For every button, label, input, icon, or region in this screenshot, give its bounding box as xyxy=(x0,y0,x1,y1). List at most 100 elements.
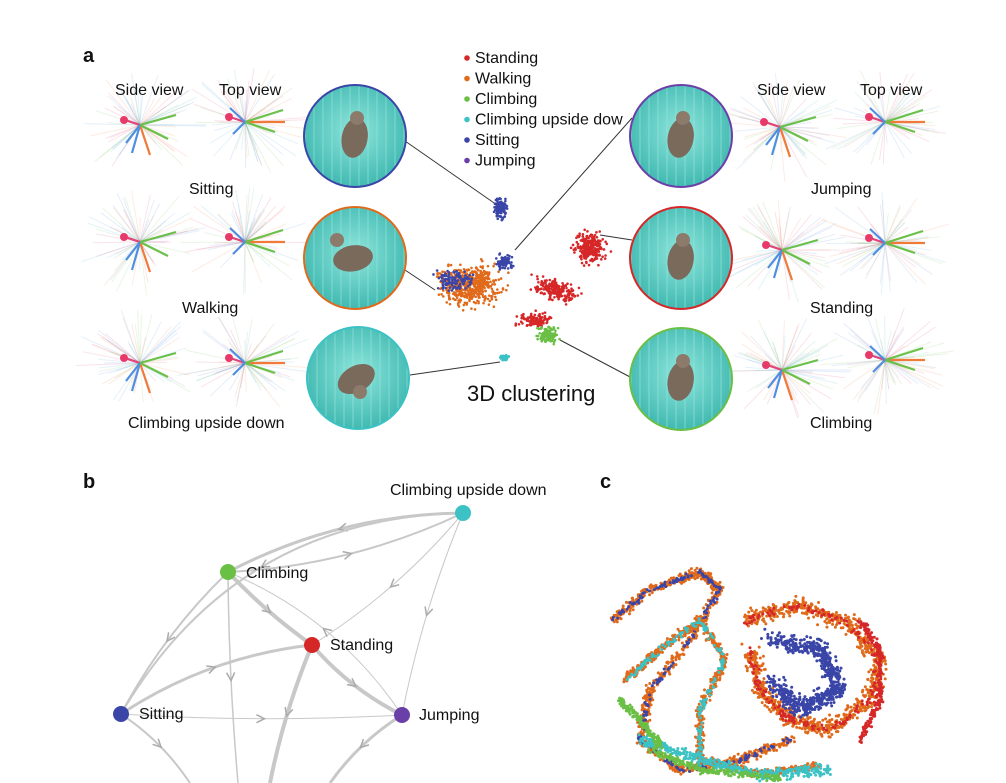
skeleton-ghost-limb xyxy=(118,85,141,126)
skeleton-ghost-limb xyxy=(819,359,886,366)
skeleton-limb xyxy=(244,240,276,254)
cluster-point xyxy=(492,305,496,309)
embedding-point xyxy=(718,678,722,682)
embedding-point xyxy=(851,716,855,720)
skeleton-ghost-limb xyxy=(125,98,141,126)
cluster-point xyxy=(534,309,537,313)
cluster-point xyxy=(554,329,557,333)
skeleton-head xyxy=(762,241,770,249)
cluster-point xyxy=(586,241,589,244)
skeleton-ghost-limb xyxy=(781,352,810,371)
embedding-point xyxy=(641,706,645,710)
cluster-point xyxy=(564,284,567,288)
skeleton-ghost-limb xyxy=(238,216,246,243)
embedding-point xyxy=(640,662,644,666)
skeleton-ghost-limb xyxy=(139,97,162,126)
skeleton-limb xyxy=(772,249,784,279)
embedding-point xyxy=(717,642,721,646)
embedding-point xyxy=(701,623,705,627)
pose-skeleton xyxy=(715,317,852,419)
view-header-side-left: Side view xyxy=(115,82,184,99)
pose-skeleton xyxy=(825,70,947,165)
cluster-point xyxy=(470,266,473,270)
skeleton-ghost-limb xyxy=(118,241,141,255)
skeleton-ghost-limb xyxy=(98,362,141,369)
cluster-point xyxy=(462,268,466,271)
cluster-point xyxy=(573,294,577,298)
skeleton-head xyxy=(762,361,770,369)
embedding-point xyxy=(738,759,742,763)
embedding-point xyxy=(650,591,654,595)
cluster-point xyxy=(476,292,479,296)
embedding-point xyxy=(656,653,660,657)
skeleton-ghost-limb xyxy=(856,242,886,250)
skeleton-ghost-limb xyxy=(826,242,886,245)
skeleton-ghost-limb xyxy=(756,249,783,252)
skeleton-ghost-limb xyxy=(884,90,915,123)
graph-node-standing xyxy=(304,637,320,653)
skeleton-ghost-limb xyxy=(240,121,246,150)
cluster-point xyxy=(609,250,613,253)
skeleton-ghost-limb xyxy=(880,242,886,295)
skeleton-limb xyxy=(767,369,783,389)
skeleton-ghost-limb xyxy=(850,242,886,245)
embedding-point xyxy=(712,685,716,689)
skeleton-ghost-limb xyxy=(108,362,141,385)
skeleton-ghost-limb xyxy=(184,362,246,376)
skeleton-ghost-limb xyxy=(884,121,936,131)
cluster-point xyxy=(457,289,461,293)
cluster-point xyxy=(541,337,544,341)
skeleton-ghost-limb xyxy=(884,121,947,135)
monkey-head xyxy=(353,385,367,399)
skeleton-ghost-limb xyxy=(177,362,246,376)
skeleton-ghost-limb xyxy=(857,359,886,399)
skeleton-limb xyxy=(244,228,284,244)
embedding-point xyxy=(884,662,888,666)
cluster-point xyxy=(448,302,452,306)
skeleton-ghost-limb xyxy=(195,241,246,251)
embedding-point xyxy=(677,574,681,578)
skeleton-head xyxy=(865,351,873,359)
skeleton-ghost-limb xyxy=(244,210,250,243)
cluster-point xyxy=(564,303,568,306)
monkey-head xyxy=(676,354,690,368)
cluster-point xyxy=(502,260,506,264)
embedding-point xyxy=(640,599,644,603)
skeleton-ghost-limb xyxy=(879,72,886,123)
embedding-point xyxy=(666,661,670,665)
skeleton-ghost-limb xyxy=(884,326,936,361)
cluster-point xyxy=(458,275,461,278)
cluster-point xyxy=(506,258,510,262)
skeleton-ghost-limb xyxy=(874,318,886,361)
monkey-head xyxy=(350,111,364,125)
skeleton-ghost-limb xyxy=(779,126,782,153)
skeleton-ghost-limb xyxy=(139,241,157,267)
skeleton-limb xyxy=(770,126,782,156)
skeleton-ghost-limb xyxy=(781,349,821,371)
skeleton-ghost-limb xyxy=(110,124,141,152)
skeleton-ghost-limb xyxy=(139,241,191,255)
cluster-point xyxy=(448,297,452,301)
skeleton-ghost-limb xyxy=(133,86,141,126)
cluster-point xyxy=(548,295,552,298)
cluster-point xyxy=(595,236,599,239)
embedding-point xyxy=(710,591,714,595)
panel-label-b: b xyxy=(83,471,95,493)
skeleton-ghost-limb xyxy=(866,316,886,361)
skeleton-ghost-limb xyxy=(244,362,257,383)
skeleton-ghost-limb xyxy=(139,241,166,244)
transition-edges xyxy=(120,511,464,783)
cluster-point xyxy=(457,299,460,302)
video-frame-photos xyxy=(303,84,733,431)
video-frame-jumping xyxy=(629,84,733,188)
cluster-point xyxy=(484,289,488,293)
cluster-point xyxy=(497,262,500,265)
embedding-point xyxy=(704,698,708,702)
skeleton-ghost-limb xyxy=(230,329,246,364)
skeleton-limb xyxy=(778,126,792,158)
cluster-point xyxy=(478,283,481,287)
embedding-point xyxy=(712,680,716,684)
cluster-point xyxy=(604,254,607,257)
cluster-point xyxy=(569,246,573,250)
skeleton-ghost-limb xyxy=(112,207,141,243)
